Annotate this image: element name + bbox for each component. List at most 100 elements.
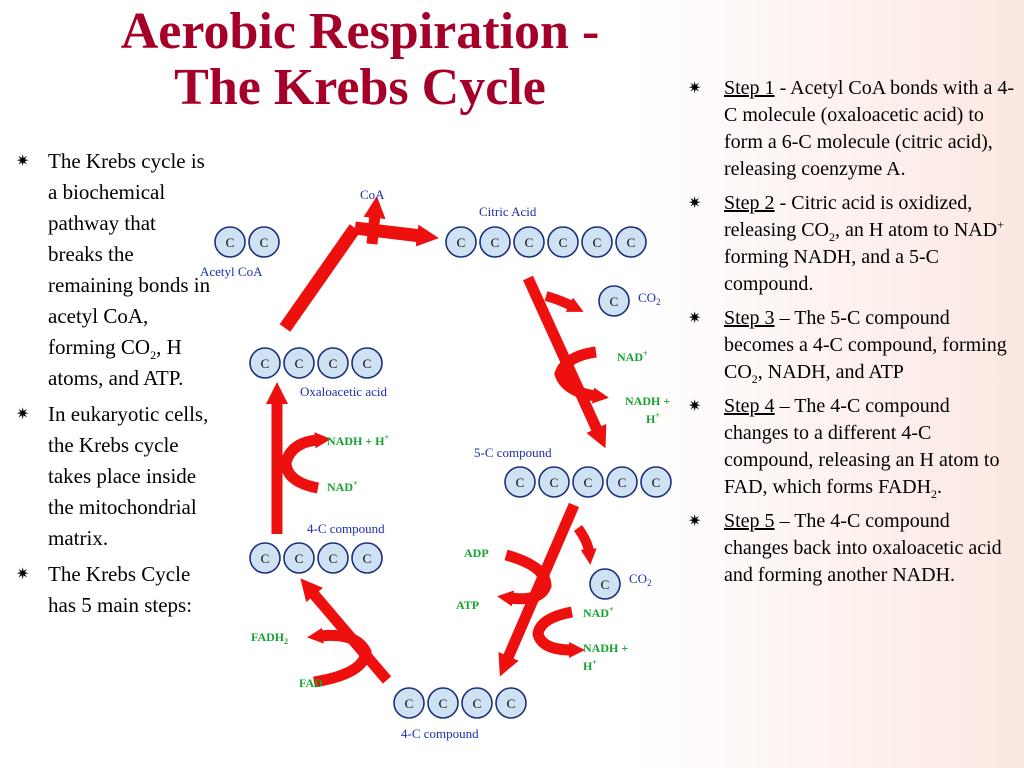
carbon-atom-label: C bbox=[261, 551, 270, 566]
four-c-compound-left-molecule: C C C C bbox=[249, 542, 383, 574]
step-3-item: ✷ Step 3 – The 5-C compound becomes a 4-… bbox=[688, 305, 1018, 386]
carbon-atom-label: C bbox=[516, 475, 525, 490]
step-5-text: – The 4-C compound changes back into oxa… bbox=[724, 510, 1002, 586]
step-5-label: Step 5 bbox=[724, 510, 775, 532]
carbon-atom bbox=[538, 466, 570, 498]
carbon-atom-label: C bbox=[261, 356, 270, 371]
nad-text: NAD bbox=[327, 480, 353, 494]
step-1-label: Step 1 bbox=[724, 77, 775, 99]
nad-text: NAD bbox=[583, 606, 609, 620]
nadh-label-1: NADH + bbox=[625, 394, 670, 408]
step-3-text: , NADH, and ATP bbox=[757, 361, 904, 383]
co2-text: CO bbox=[629, 571, 647, 586]
carbon-atom-label: C bbox=[457, 235, 466, 250]
bullet-five-steps: ✷ The Krebs Cycle has 5 main steps: bbox=[12, 559, 212, 621]
oxaloacetic-acid-molecule: C C C C bbox=[249, 347, 383, 379]
oxaloacetic-acid-label: Oxaloacetic acid bbox=[300, 384, 387, 399]
bullet-eukaryotic-location: ✷ In eukaryotic cells, the Krebs cycle t… bbox=[12, 399, 212, 554]
carbon-atom-label: C bbox=[295, 551, 304, 566]
carbon-atom bbox=[640, 466, 672, 498]
carbon-atom-label: C bbox=[295, 356, 304, 371]
acetyl-coa-molecule: C C bbox=[214, 226, 280, 258]
step-4-item: ✷ Step 4 – The 4-C compound changes to a… bbox=[688, 393, 1018, 501]
bullet-text: In eukaryotic cells, the Krebs cycle tak… bbox=[48, 402, 209, 550]
carbon-atom bbox=[572, 466, 604, 498]
co2-subscript: 2 bbox=[647, 578, 652, 588]
acetyl-coa-label: Acetyl CoA bbox=[200, 264, 263, 279]
plus-superscript: + bbox=[643, 349, 648, 358]
bullet-star-icon: ✷ bbox=[16, 406, 30, 423]
carbon-atom bbox=[547, 226, 579, 258]
subscript: 2 bbox=[150, 348, 157, 363]
carbon-atom bbox=[581, 226, 613, 258]
carbon-atom bbox=[351, 347, 383, 379]
subscript: 2 bbox=[751, 372, 758, 386]
bullet-star-icon: ✷ bbox=[16, 566, 30, 583]
carbon-atom-label: C bbox=[226, 235, 235, 250]
carbon-atom bbox=[283, 542, 315, 574]
carbon-atom-label: C bbox=[363, 551, 372, 566]
nad-plus-label-3: NAD+ bbox=[583, 605, 614, 620]
co2-molecule-2: C bbox=[589, 568, 621, 600]
step-2-item: ✷ Step 2 - Citric acid is oxidized, rele… bbox=[688, 190, 1018, 298]
carbon-atom-label: C bbox=[550, 475, 559, 490]
carbon-atom-label: C bbox=[627, 235, 636, 250]
bullet-star-icon: ✷ bbox=[688, 513, 702, 530]
fadh2-label: FADH2 bbox=[251, 630, 288, 646]
subscript: 2 bbox=[828, 230, 835, 244]
nadh-h-text: NADH + H bbox=[327, 434, 385, 448]
h-plus-label-1: H+ bbox=[646, 411, 660, 426]
carbon-atom-label: C bbox=[593, 235, 602, 250]
carbon-atom-label: C bbox=[329, 356, 338, 371]
step-2-label: Step 2 bbox=[724, 192, 775, 214]
carbon-atom-label: C bbox=[652, 475, 661, 490]
carbon-atom bbox=[461, 687, 493, 719]
step-4-text: . bbox=[937, 476, 943, 498]
step-3-label: Step 3 bbox=[724, 307, 775, 329]
arrow-nad-to-nadh-1 bbox=[554, 346, 609, 404]
plus-superscript: + bbox=[385, 433, 390, 442]
co2-molecule-1: C bbox=[598, 285, 630, 317]
arrow-to-citric-acid bbox=[279, 224, 361, 332]
carbon-atom bbox=[445, 226, 477, 258]
title-line-1: Aerobic Respiration - bbox=[120, 3, 600, 60]
carbon-atom bbox=[504, 466, 536, 498]
carbon-atom-label: C bbox=[584, 475, 593, 490]
fadh2-subscript: 2 bbox=[284, 637, 288, 646]
step-1-item: ✷ Step 1 - Acetyl CoA bonds with a 4-C m… bbox=[688, 75, 1018, 183]
step-1-text: - Acetyl CoA bonds with a 4-C molecule (… bbox=[724, 77, 1014, 180]
carbon-atom-label: C bbox=[525, 235, 534, 250]
fadh-text: FADH bbox=[251, 630, 285, 644]
carbon-atom bbox=[317, 542, 349, 574]
bullet-text: , H atoms, and ATP. bbox=[48, 335, 184, 390]
plus-superscript: + bbox=[655, 411, 660, 420]
carbon-atom bbox=[249, 347, 281, 379]
step-2-text: - Citric acid is oxidized, releasing CO bbox=[724, 192, 973, 241]
bullet-krebs-definition: ✷ The Krebs cycle is a biochemical pathw… bbox=[12, 146, 212, 394]
carbon-atom bbox=[317, 347, 349, 379]
arrow-nad-to-nadh-3 bbox=[280, 432, 331, 494]
four-c-compound-label-left: 4-C compound bbox=[307, 521, 385, 536]
carbon-atom bbox=[248, 226, 280, 258]
plus-superscript: + bbox=[592, 658, 597, 667]
citric-acid-label: Citric Acid bbox=[479, 204, 537, 219]
page-title: Aerobic Respiration - The Krebs Cycle bbox=[40, 4, 680, 116]
fad-label: FAD bbox=[299, 676, 323, 690]
arrow-co2-release-1 bbox=[544, 291, 584, 312]
co2-text: CO bbox=[638, 290, 656, 305]
nad-plus-label-1: NAD+ bbox=[617, 349, 648, 364]
plus-superscript: + bbox=[609, 605, 614, 614]
subscript: 2 bbox=[931, 487, 938, 501]
four-c-compound-bottom-molecule: C C C C bbox=[393, 687, 527, 719]
arrow-into-citric-acid bbox=[354, 221, 439, 247]
bullet-star-icon: ✷ bbox=[16, 153, 30, 170]
bullet-star-icon: ✷ bbox=[688, 195, 702, 212]
step-5-item: ✷ Step 5 – The 4-C compound changes back… bbox=[688, 508, 1018, 589]
bullet-star-icon: ✷ bbox=[688, 80, 702, 97]
atp-label: ATP bbox=[456, 598, 479, 612]
step-3-text: – The 5-C compound becomes a 4-C compoun… bbox=[724, 307, 1007, 383]
citric-acid-molecule: C C C C C C bbox=[445, 226, 647, 258]
carbon-atom bbox=[479, 226, 511, 258]
nad-plus-label-2: NAD+ bbox=[327, 479, 358, 494]
